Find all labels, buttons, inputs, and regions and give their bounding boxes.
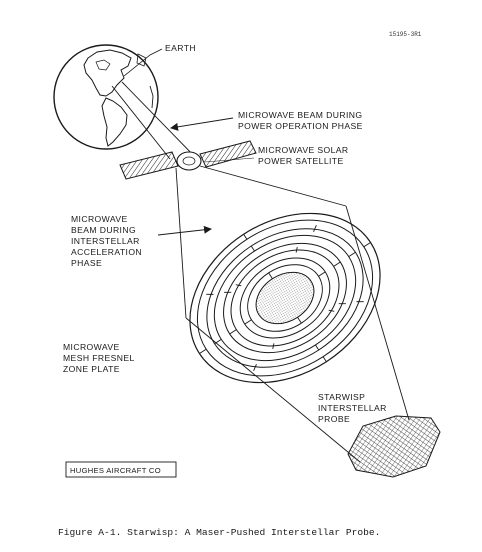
figure-code: 15195-3R1	[389, 31, 422, 38]
label-beam-accel-2: BEAM DURING	[71, 225, 136, 235]
label-zone-plate-3: ZONE PLATE	[63, 364, 120, 374]
label-beam-accel-5: PHASE	[71, 258, 102, 268]
label-zone-plate-1: MICROWAVE	[63, 342, 120, 352]
power-beam	[111, 81, 200, 162]
label-beam-accel-3: INTERSTELLAR	[71, 236, 140, 246]
label-satellite-2: POWER SATELLITE	[258, 156, 344, 166]
probe-beam	[185, 205, 410, 463]
label-zone-plate-2: MESH FRESNEL	[63, 353, 135, 363]
label-beam-power-1: MICROWAVE BEAM DURING	[238, 110, 362, 120]
solar-power-satellite	[119, 140, 257, 180]
credit-stamp: HUGHES AIRCRAFT CO	[65, 461, 177, 478]
arrow-beam-accel	[157, 225, 212, 236]
label-beam-power-2: POWER OPERATION PHASE	[238, 121, 363, 131]
figure-caption: Figure A-1. Starwisp: A Maser-Pushed Int…	[58, 527, 380, 538]
label-beam-accel-4: ACCELERATION	[71, 247, 142, 257]
fresnel-zone-plate	[189, 212, 381, 384]
label-probe-3: PROBE	[318, 414, 350, 424]
arrow-beam-power	[170, 117, 234, 131]
label-earth: EARTH	[165, 43, 196, 53]
earth-globe	[53, 44, 159, 150]
label-beam-accel-1: MICROWAVE	[71, 214, 128, 224]
label-satellite-1: MICROWAVE SOLAR	[258, 145, 349, 155]
continent-south-america	[101, 97, 128, 147]
starwisp-probe	[347, 415, 441, 478]
credit-text: HUGHES AIRCRAFT CO	[70, 466, 161, 475]
label-probe-1: STARWISP	[318, 392, 365, 402]
continent-north-america	[83, 49, 132, 97]
acceleration-beam	[175, 165, 347, 319]
label-probe-2: INTERSTELLAR	[318, 403, 387, 413]
